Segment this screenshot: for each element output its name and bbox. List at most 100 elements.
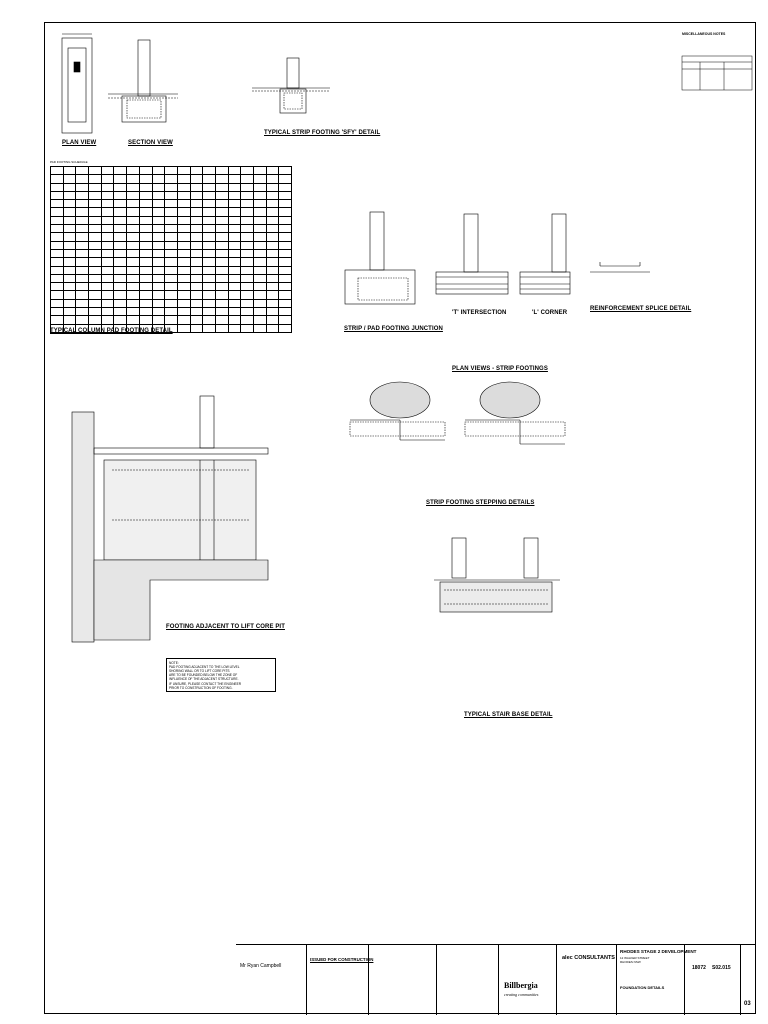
table-cell xyxy=(189,307,204,317)
table-cell xyxy=(113,165,128,176)
table-cell xyxy=(75,265,90,275)
table-cell xyxy=(100,290,115,300)
plan-strip-title: PLAN VIEWS - STRIP FOOTINGS xyxy=(452,366,548,372)
table-cell xyxy=(88,224,102,234)
plan-view-drawing xyxy=(61,33,93,134)
table-cell xyxy=(62,215,77,226)
strip-sfy-title: TYPICAL STRIP FOOTING 'SFY' DETAIL xyxy=(264,130,381,136)
table-cell xyxy=(164,257,178,267)
table-cell xyxy=(265,199,280,209)
table-row xyxy=(50,282,293,292)
table-cell xyxy=(227,290,242,300)
table-cell xyxy=(138,265,153,275)
table-cell xyxy=(214,207,229,217)
table-cell xyxy=(278,232,293,242)
table-cell xyxy=(151,232,166,242)
table-cell xyxy=(227,174,242,184)
table-cell xyxy=(138,182,153,192)
table-cell xyxy=(253,174,267,184)
table-row xyxy=(50,248,293,259)
splice-drawing xyxy=(590,262,650,273)
table-cell xyxy=(214,215,229,226)
table-cell xyxy=(189,215,204,226)
table-cell xyxy=(227,199,242,209)
table-cell xyxy=(202,323,216,333)
table-cell xyxy=(62,290,77,300)
table-cell xyxy=(164,207,178,217)
table-cell xyxy=(62,282,77,292)
table-cell xyxy=(189,224,204,234)
table-cell xyxy=(151,215,166,226)
table-cell xyxy=(138,290,153,300)
table-cell xyxy=(151,199,166,209)
table-cell xyxy=(176,273,191,284)
table-cell xyxy=(50,323,64,333)
table-cell xyxy=(278,224,293,234)
table-cell xyxy=(227,232,242,242)
table-cell xyxy=(100,190,115,201)
table-row xyxy=(50,190,293,201)
table-cell xyxy=(50,182,64,192)
l-corner-drawing xyxy=(519,213,571,295)
table-cell xyxy=(214,248,229,259)
table-cell xyxy=(164,298,178,309)
table-cell xyxy=(62,207,77,217)
table-cell xyxy=(176,323,191,333)
table-cell xyxy=(253,224,267,234)
table-cell xyxy=(151,165,166,176)
table-cell xyxy=(265,248,280,259)
table-cell xyxy=(138,190,153,201)
table-cell xyxy=(227,257,242,267)
table-cell xyxy=(265,298,280,309)
misc-notes-table xyxy=(681,55,753,91)
table-cell xyxy=(113,282,128,292)
table-cell xyxy=(75,307,90,317)
table-cell xyxy=(202,165,216,176)
table-row xyxy=(50,323,293,333)
table-cell xyxy=(126,307,140,317)
table-cell xyxy=(240,307,254,317)
lift-pit-note-line: PAD FOOTING ADJACENT TO THE LOW LEVEL xyxy=(169,664,240,669)
stepping-drawing xyxy=(349,381,566,445)
stair-base-drawing xyxy=(434,537,560,613)
table-cell xyxy=(202,232,216,242)
table-cell xyxy=(265,232,280,242)
table-cell xyxy=(189,190,204,201)
table-cell xyxy=(265,190,280,201)
table-cell xyxy=(202,248,216,259)
table-cell xyxy=(240,182,254,192)
table-cell xyxy=(265,174,280,184)
table-cell xyxy=(50,257,64,267)
table-cell xyxy=(253,265,267,275)
table-cell xyxy=(202,282,216,292)
table-cell xyxy=(265,290,280,300)
table-cell xyxy=(227,248,242,259)
table-cell xyxy=(62,307,77,317)
table-cell xyxy=(126,265,140,275)
lift-pit-note-line: SHORING WALL OR TO LIFT CORE PITS xyxy=(169,668,230,673)
lift-pit-note-line: NOTE: xyxy=(169,660,179,665)
table-cell xyxy=(227,315,242,325)
table-cell xyxy=(100,282,115,292)
table-cell xyxy=(164,265,178,275)
table-cell xyxy=(138,257,153,267)
table-cell xyxy=(278,273,293,284)
table-cell xyxy=(265,323,280,333)
table-row xyxy=(50,273,293,284)
table-cell xyxy=(253,298,267,309)
table-cell xyxy=(176,215,191,226)
table-cell xyxy=(202,298,216,309)
table-cell xyxy=(278,298,293,309)
consultant-logo: alec CONSULTANTS xyxy=(562,955,615,961)
table-cell xyxy=(189,323,204,333)
table-cell xyxy=(62,165,77,176)
table-cell xyxy=(253,248,267,259)
table-cell xyxy=(62,182,77,192)
table-cell xyxy=(214,298,229,309)
table-cell xyxy=(265,265,280,275)
table-cell xyxy=(253,240,267,250)
table-cell xyxy=(113,307,128,317)
table-cell xyxy=(113,257,128,267)
table-cell xyxy=(240,282,254,292)
table-cell xyxy=(176,182,191,192)
